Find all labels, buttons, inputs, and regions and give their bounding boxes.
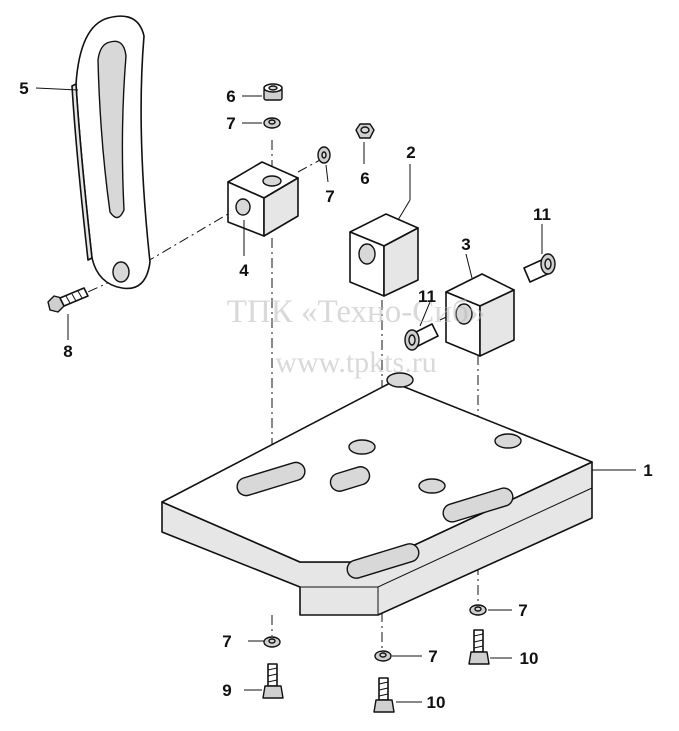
callout-3: 3	[461, 235, 470, 254]
leader-lines	[35, 87, 636, 703]
callout-1: 1	[643, 461, 652, 480]
callout-7-bottom-center: 7	[428, 647, 437, 666]
base-plate-part-1	[161, 372, 593, 616]
bolt-part-10-center	[373, 677, 395, 713]
callout-7-bottom-right: 7	[518, 601, 527, 620]
watermark: ТПК «Техно-Сиб» www.tpkts.ru	[227, 294, 485, 379]
callout-10-center: 10	[427, 693, 446, 712]
callout-7-top: 7	[226, 114, 235, 133]
washer-part-7-top	[263, 117, 281, 129]
washer-part-7-bottom-left	[263, 636, 281, 648]
plate-slot	[329, 466, 371, 492]
callout-7-right: 7	[325, 187, 334, 206]
plate-slot	[346, 543, 420, 579]
plate-hole	[386, 372, 414, 388]
callout-5: 5	[19, 79, 28, 98]
bolt-part-9	[262, 663, 284, 699]
bushing-part-11-left	[404, 323, 439, 351]
callout-2: 2	[406, 143, 415, 162]
callout-8: 8	[63, 342, 72, 361]
bolt-part-10-right	[468, 629, 490, 665]
bolt-part-8	[47, 287, 89, 313]
block-part-3	[445, 273, 515, 357]
callout-4: 4	[239, 261, 249, 280]
plate-hole	[418, 478, 446, 494]
washer-part-7-bottom-right	[469, 604, 487, 616]
plate-hole	[494, 433, 522, 449]
callout-7-bottom-left: 7	[222, 632, 231, 651]
callout-labels: 5 6 7 7 6 2 4 11 3 11 8 1 7 7 7 9 10 10	[19, 79, 652, 712]
callout-6-top: 6	[226, 87, 235, 106]
washer-part-7-bottom-center	[374, 650, 392, 662]
callout-9: 9	[222, 681, 231, 700]
washer-part-7-right	[317, 146, 331, 164]
curved-arm-part-5	[71, 15, 151, 290]
plate-slot	[442, 487, 514, 523]
nut-part-6-top	[263, 83, 283, 101]
callout-10-right: 10	[520, 649, 539, 668]
watermark-company: ТПК «Техно-Сиб»	[227, 294, 485, 330]
plate-slot	[236, 461, 306, 497]
nut-part-6-right	[355, 123, 375, 139]
watermark-website: www.tpkts.ru	[275, 346, 436, 379]
callout-6-right: 6	[360, 169, 369, 188]
callout-11-left: 11	[418, 287, 436, 306]
block-part-2	[349, 213, 419, 297]
bushing-part-11-right	[523, 253, 556, 283]
plate-hole	[348, 439, 376, 455]
block-part-4	[227, 161, 299, 237]
callout-11-right: 11	[533, 205, 551, 224]
